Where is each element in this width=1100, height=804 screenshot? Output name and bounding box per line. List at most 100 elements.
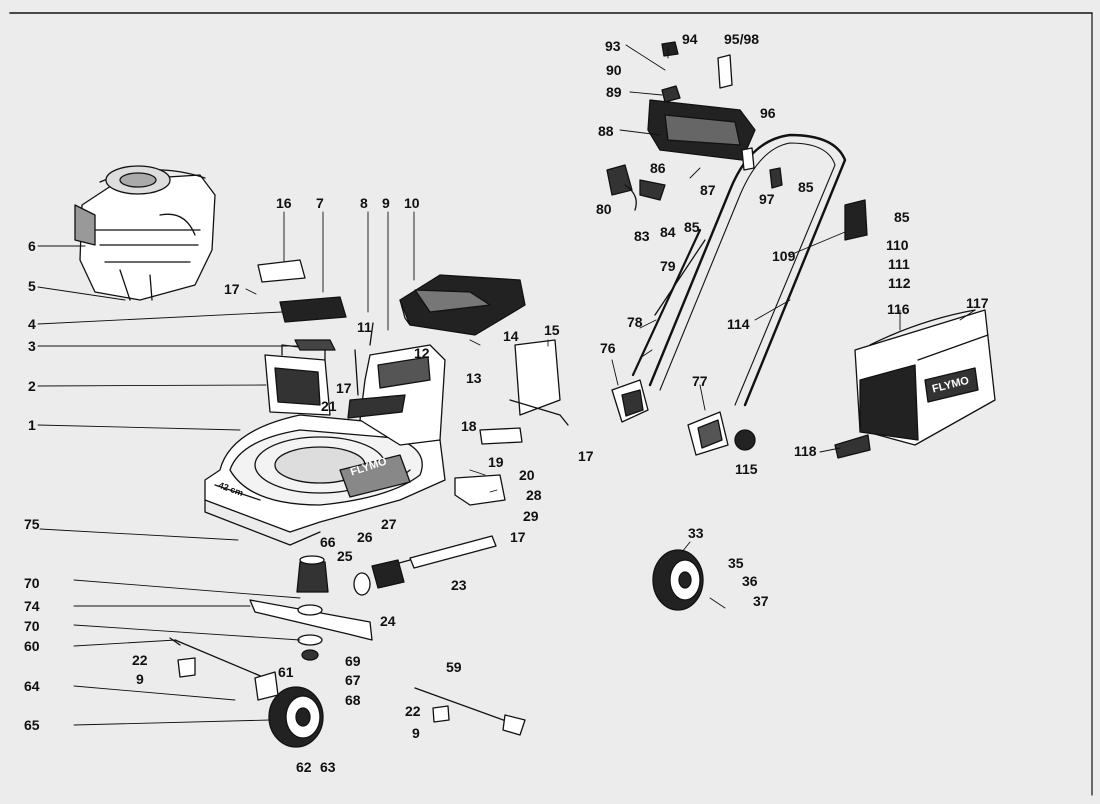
callout-77: 77 — [692, 373, 708, 389]
callout-65: 65 — [24, 717, 40, 733]
part-118-handle — [834, 434, 871, 459]
callout-2: 2 — [28, 378, 36, 394]
callout-5: 5 — [28, 278, 36, 294]
part-109-clamp — [844, 199, 868, 241]
callout-14: 14 — [503, 328, 519, 344]
callout-21: 21 — [321, 398, 337, 414]
callout-69: 69 — [345, 653, 361, 669]
callout-37: 37 — [753, 593, 769, 609]
callout-93: 93 — [605, 38, 621, 54]
part-10-cover — [399, 274, 526, 336]
part-59-axle — [414, 687, 521, 727]
callout-84: 84 — [660, 224, 676, 240]
callout-117: 117 — [966, 295, 989, 311]
part-69-washer — [297, 634, 323, 646]
callout-22b: 22 — [405, 703, 421, 719]
callout-97: 97 — [759, 191, 775, 207]
callout-16: 16 — [276, 195, 292, 211]
callout-17a: 17 — [224, 281, 240, 297]
deck-part — [204, 414, 446, 546]
part-23-axle — [409, 535, 497, 569]
callout-13: 13 — [466, 370, 482, 386]
callout-29: 29 — [523, 508, 539, 524]
callout-9b: 9 — [136, 671, 144, 687]
part-97-clip — [769, 167, 783, 189]
callout-64: 64 — [24, 678, 40, 694]
part-116-catcher — [854, 309, 996, 446]
callout-35: 35 — [728, 555, 744, 571]
callout-85c: 85 — [894, 209, 910, 225]
part-15-plate — [514, 339, 561, 416]
callout-85a: 85 — [798, 179, 814, 195]
callout-80: 80 — [596, 201, 612, 217]
part-3-grille — [294, 339, 336, 351]
callout-61: 61 — [278, 664, 294, 680]
callout-28: 28 — [526, 487, 542, 503]
callout-111: 111 — [888, 256, 910, 272]
part-96-clamp — [741, 147, 755, 171]
callout-76: 76 — [600, 340, 616, 356]
callout-26: 26 — [357, 529, 373, 545]
callout-9a: 9 — [382, 195, 390, 211]
part-60-axle — [174, 639, 271, 681]
part-4-plate — [279, 296, 347, 323]
part-115-knob — [734, 429, 756, 451]
callout-94: 94 — [682, 31, 698, 47]
deck-duct-part — [347, 322, 446, 446]
callout-87: 87 — [700, 182, 716, 198]
callout-60: 60 — [24, 638, 40, 654]
part-18-bracket — [479, 427, 523, 445]
callout-17b: 17 — [336, 380, 352, 396]
callout-3: 3 — [28, 338, 36, 354]
callout-86: 86 — [650, 160, 666, 176]
callout-18: 18 — [461, 418, 477, 434]
part-78-bar — [631, 228, 702, 377]
part-94-knob — [661, 41, 679, 57]
part-2-frame — [264, 344, 331, 416]
callout-118: 118 — [794, 443, 817, 459]
callout-85b: 85 — [684, 219, 700, 235]
callout-70b: 70 — [24, 618, 40, 634]
part-114-handle — [648, 133, 847, 407]
part-77-cap — [687, 411, 729, 456]
callout-63: 63 — [320, 759, 336, 775]
callout-17c: 17 — [578, 448, 594, 464]
callout-78: 78 — [627, 314, 643, 330]
callout-23: 23 — [451, 577, 467, 593]
callout-22a: 22 — [132, 652, 148, 668]
callout-114: 114 — [727, 316, 750, 332]
callout-83: 83 — [634, 228, 650, 244]
callout-70a: 70 — [24, 575, 40, 591]
callout-9c: 9 — [412, 725, 420, 741]
callout-25: 25 — [337, 548, 353, 564]
part-33-wheel — [652, 549, 704, 611]
callout-4: 4 — [28, 316, 36, 332]
part-80-lever — [606, 164, 633, 196]
callout-15: 15 — [544, 322, 560, 338]
callout-112: 112 — [888, 275, 911, 291]
catcher-brand-plate — [924, 367, 979, 403]
callout-36: 36 — [742, 573, 758, 589]
callout-6: 6 — [28, 238, 36, 254]
callout-9598: 95/98 — [724, 31, 760, 47]
callout-7: 7 — [316, 195, 324, 211]
part-95-lever — [717, 54, 733, 89]
callout-11: 11 — [357, 319, 372, 335]
engine-part — [74, 165, 216, 301]
callout-24: 24 — [380, 613, 396, 629]
callout-59: 59 — [446, 659, 462, 675]
part-88-switch-box — [647, 99, 756, 161]
callout-110: 110 — [886, 237, 909, 253]
callout-12: 12 — [414, 345, 430, 361]
callout-90: 90 — [606, 62, 622, 78]
part-74-blade — [249, 599, 373, 641]
part-20-bracket — [454, 474, 506, 506]
part-79-bar — [654, 239, 706, 316]
part-65-wheel — [268, 686, 324, 748]
callout-66: 66 — [320, 534, 336, 550]
callout-89: 89 — [606, 84, 622, 100]
callout-109: 109 — [772, 248, 796, 264]
part-67-nut — [301, 649, 319, 661]
callout-79: 79 — [660, 258, 676, 274]
